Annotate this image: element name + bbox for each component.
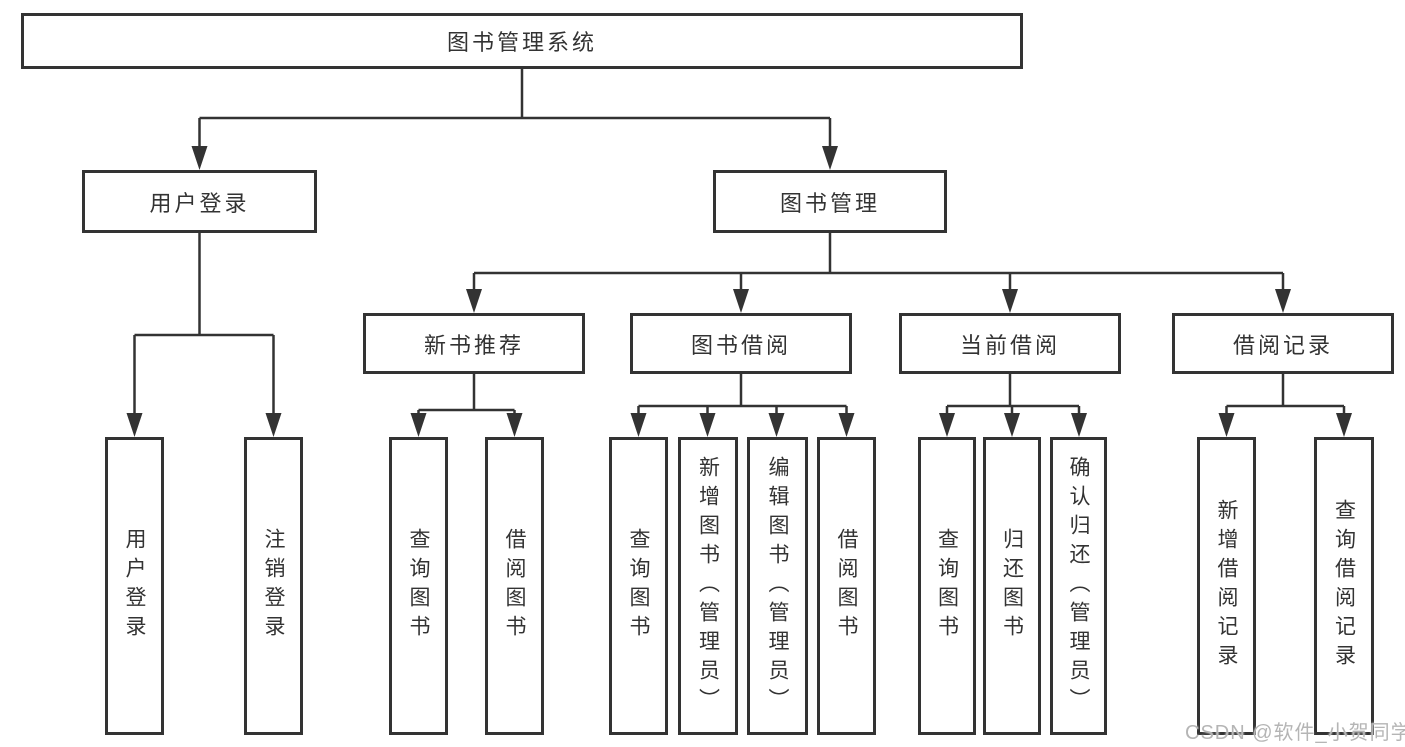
node-current-borrow: 当前借阅 xyxy=(899,313,1121,374)
node-new-book-recommend: 新书推荐 xyxy=(363,313,585,374)
leaf-query-books-2: 查询图书 xyxy=(609,437,668,735)
leaf-user-login: 用户登录 xyxy=(105,437,164,735)
leaf-logout: 注销登录 xyxy=(244,437,303,735)
node-book-borrow: 图书借阅 xyxy=(630,313,852,374)
leaf-return-books: 归还图书 xyxy=(983,437,1041,735)
node-borrow-records: 借阅记录 xyxy=(1172,313,1394,374)
leaf-query-books-3: 查询图书 xyxy=(918,437,976,735)
leaf-confirm-return-admin: 确认归还（管理员） xyxy=(1050,437,1107,735)
watermark: CSDN @软件_小贺同学 xyxy=(1185,722,1405,744)
leaf-edit-books-admin: 编辑图书（管理员） xyxy=(747,437,808,735)
node-library-management-system: 图书管理系统 xyxy=(21,13,1023,69)
leaf-add-books-admin: 新增图书（管理员） xyxy=(678,437,738,735)
leaf-borrow-books-2: 借阅图书 xyxy=(817,437,876,735)
leaf-query-borrow-record: 查询借阅记录 xyxy=(1314,437,1374,735)
leaf-query-books-1: 查询图书 xyxy=(389,437,448,735)
leaf-add-borrow-record: 新增借阅记录 xyxy=(1197,437,1256,735)
node-user-login: 用户登录 xyxy=(82,170,317,233)
node-book-management: 图书管理 xyxy=(713,170,947,233)
leaf-borrow-books-1: 借阅图书 xyxy=(485,437,544,735)
